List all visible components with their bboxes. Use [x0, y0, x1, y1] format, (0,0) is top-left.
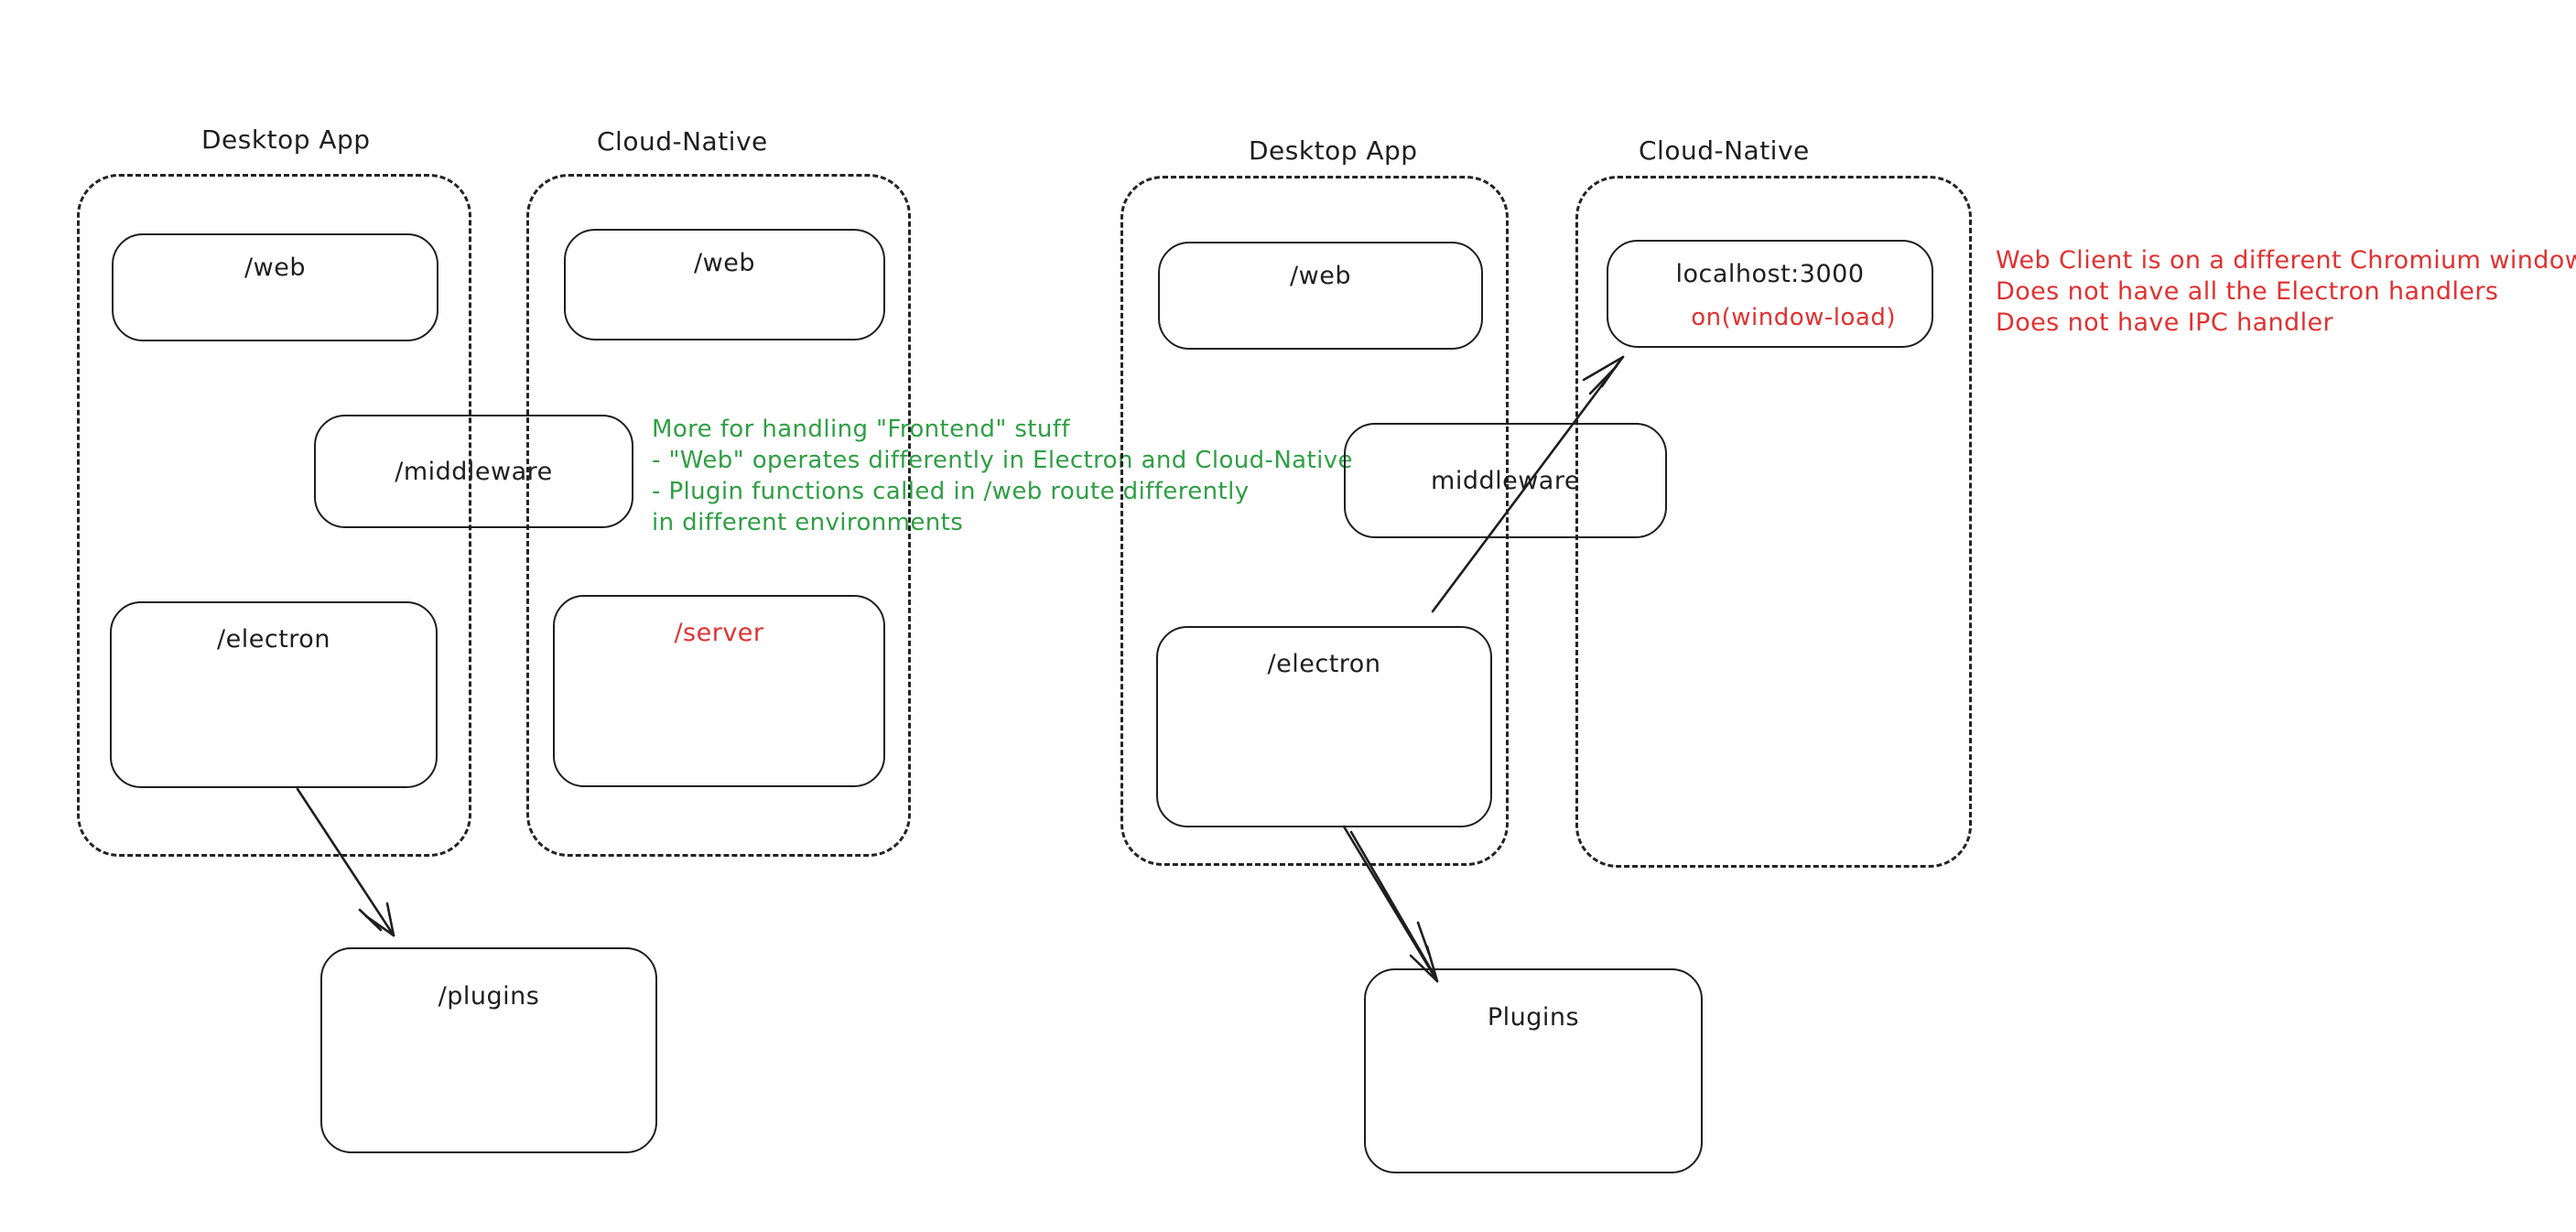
left-middleware-box: /middleware: [314, 415, 633, 528]
localhost-box-label: localhost:3000: [1675, 260, 1865, 288]
right-middleware-box-label: middleware: [1431, 466, 1580, 495]
left-web-cloud-box-label: /web: [694, 249, 755, 277]
middleware-note-line: in different environments: [652, 509, 964, 536]
window-load-label: on(window-load): [1691, 304, 1896, 331]
right-electron-box-label: /electron: [1267, 650, 1381, 678]
left-server-box-label: /server: [674, 619, 764, 647]
web-client-note-line: Does not have all the Electron handlers: [1996, 277, 2499, 306]
middleware-note-line: More for handling "Frontend" stuff: [652, 416, 1070, 443]
left-web-desktop-box-label: /web: [244, 254, 306, 282]
left-cloud-native-container: [526, 174, 911, 857]
left-electron-box-label: /electron: [217, 625, 330, 654]
right-plugins-box: Plugins: [1364, 968, 1703, 1173]
right-electron-box: /electron: [1156, 626, 1492, 827]
right-desktop-app-label: Desktop App: [1249, 135, 1418, 166]
web-client-note-line: Does not have IPC handler: [1996, 308, 2334, 337]
left-cloud-native-label: Cloud-Native: [597, 126, 768, 157]
web-client-note-line: Web Client is on a different Chromium wi…: [1996, 246, 2576, 275]
left-desktop-app-label: Desktop App: [201, 124, 371, 155]
left-desktop-app-container: [77, 174, 471, 857]
left-plugins-box: /plugins: [320, 947, 657, 1153]
middleware-note-line: - Plugin functions called in /web route …: [652, 478, 1250, 505]
right-web-box-label: /web: [1290, 262, 1351, 290]
left-middleware-box-label: /middleware: [395, 457, 553, 486]
web-client-note: Web Client is on a different Chromium wi…: [1996, 245, 2576, 339]
left-server-box: /server: [553, 595, 885, 787]
left-web-desktop-box: /web: [112, 233, 438, 341]
right-cloud-native-label: Cloud-Native: [1639, 135, 1810, 166]
left-web-cloud-box: /web: [564, 229, 885, 340]
left-plugins-box-label: /plugins: [438, 982, 540, 1010]
right-plugins-box-label: Plugins: [1487, 1003, 1580, 1032]
middleware-note: More for handling "Frontend" stuff - "We…: [652, 414, 1353, 538]
right-middleware-box: middleware: [1344, 423, 1667, 538]
localhost-box: localhost:3000 on(window-load): [1607, 240, 1933, 348]
middleware-note-line: - "Web" operates differently in Electron…: [652, 447, 1353, 474]
left-electron-box: /electron: [110, 601, 438, 788]
right-web-box: /web: [1158, 242, 1483, 350]
